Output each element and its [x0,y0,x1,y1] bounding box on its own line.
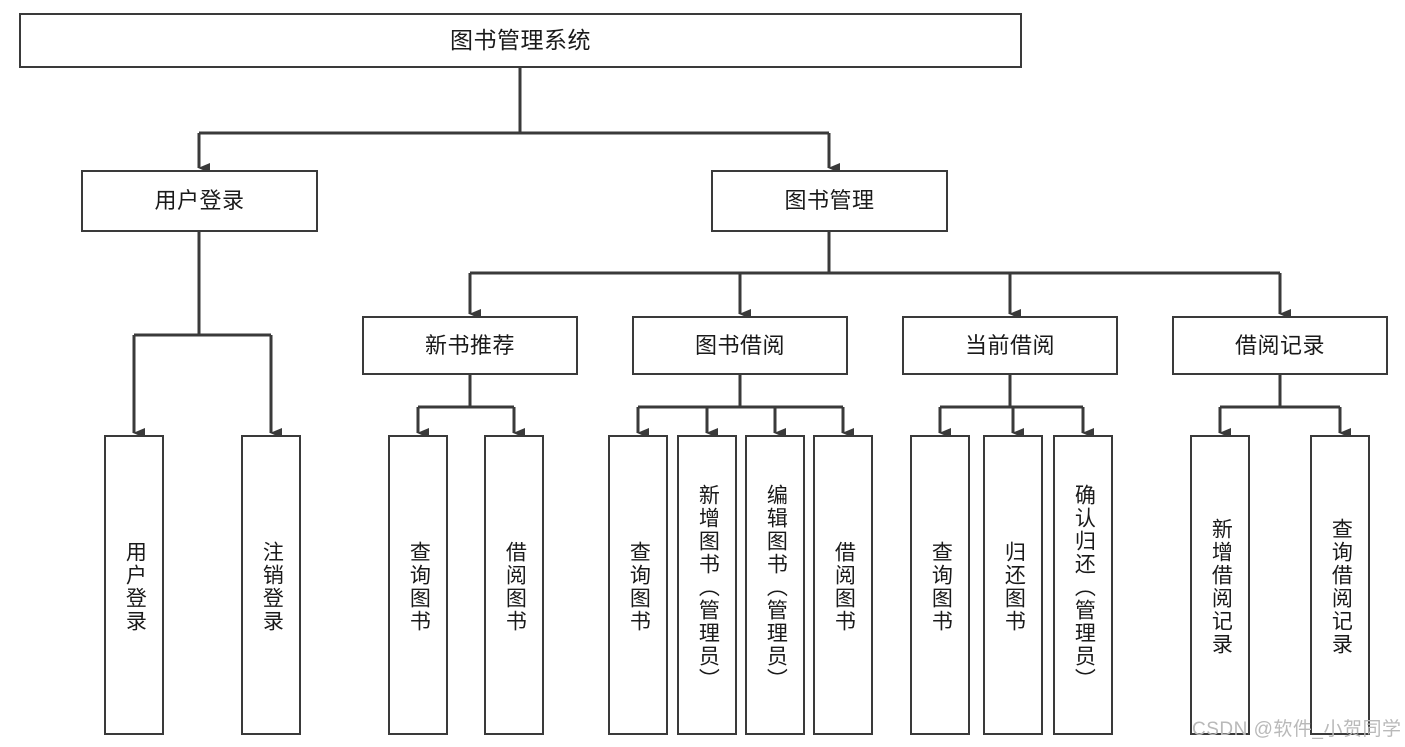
node-label: 新增借阅记录 [1209,518,1233,656]
node-label: 新增图书（管理员） [696,483,720,691]
node-leaf-edit-book[interactable]: 编辑图书（管理员） [745,435,805,735]
node-label: 借阅图书 [832,541,856,633]
watermark-text: CSDN @软件_小贺同学 [1192,719,1402,740]
node-current-borrow[interactable]: 当前借阅 [902,316,1118,375]
node-label: 图书管理系统 [450,26,591,53]
node-label: 图书管理 [784,188,875,214]
node-label: 新书推荐 [424,332,515,358]
node-leaf-return-book[interactable]: 归还图书 [983,435,1043,735]
node-leaf-query-book-2[interactable]: 查询图书 [608,435,668,735]
node-label: 确认归还（管理员） [1072,483,1096,691]
node-label: 用户登录 [154,188,245,214]
node-leaf-query-record[interactable]: 查询借阅记录 [1310,435,1370,735]
node-leaf-add-book[interactable]: 新增图书（管理员） [677,435,737,735]
node-label: 当前借阅 [964,332,1055,358]
node-root[interactable]: 图书管理系统 [19,13,1022,68]
node-label: 查询图书 [627,541,651,633]
node-book-borrow[interactable]: 图书借阅 [632,316,848,375]
node-leaf-query-book-3[interactable]: 查询图书 [910,435,970,735]
node-user-login[interactable]: 用户登录 [81,170,318,232]
node-label: 图书借阅 [694,332,785,358]
node-borrow-record[interactable]: 借阅记录 [1172,316,1388,375]
node-label: 查询图书 [407,541,431,633]
node-leaf-query-book-1[interactable]: 查询图书 [388,435,448,735]
node-label: 注销登录 [260,541,284,633]
node-leaf-user-login[interactable]: 用户登录 [104,435,164,735]
node-label: 查询图书 [929,541,953,633]
node-leaf-borrow-book-2[interactable]: 借阅图书 [813,435,873,735]
node-leaf-confirm-return[interactable]: 确认归还（管理员） [1053,435,1113,735]
node-label: 查询借阅记录 [1329,518,1353,656]
node-label: 编辑图书（管理员） [764,483,788,691]
node-label: 用户登录 [123,541,147,633]
node-label: 借阅记录 [1234,332,1325,358]
node-label: 归还图书 [1002,541,1026,633]
node-leaf-logout[interactable]: 注销登录 [241,435,301,735]
node-book-manage[interactable]: 图书管理 [711,170,948,232]
node-leaf-add-record[interactable]: 新增借阅记录 [1190,435,1250,735]
node-label: 借阅图书 [503,541,527,633]
node-new-book-rec[interactable]: 新书推荐 [362,316,578,375]
node-leaf-borrow-book-1[interactable]: 借阅图书 [484,435,544,735]
